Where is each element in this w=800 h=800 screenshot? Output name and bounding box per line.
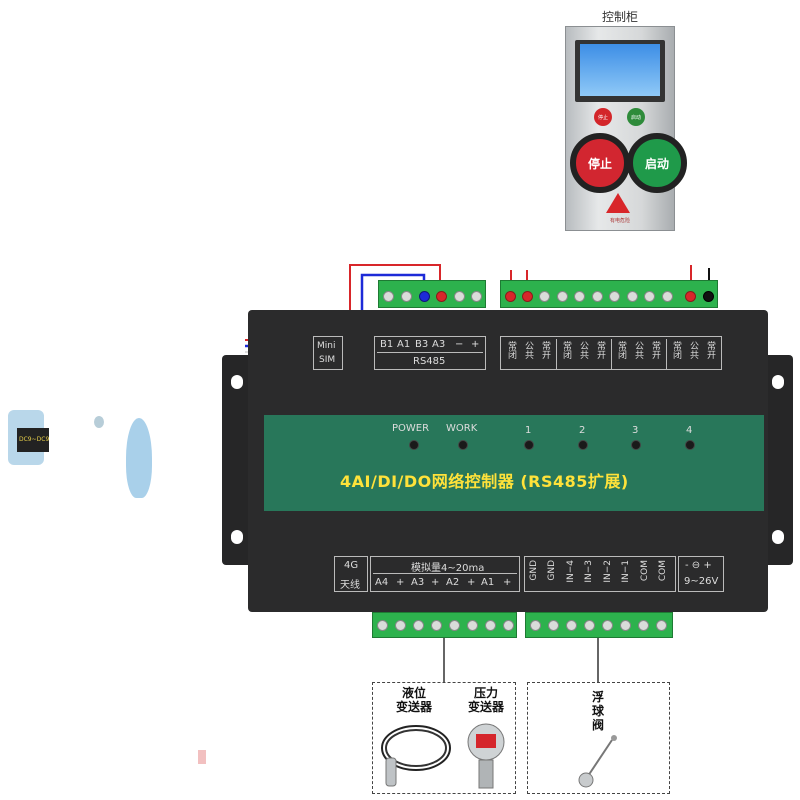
level-transmitter-label: 液位变送器 xyxy=(395,686,432,714)
terminal-screw[interactable] xyxy=(566,620,577,631)
power-label-box: - ⊖ + 9~26V xyxy=(678,556,724,592)
work-led xyxy=(458,440,468,450)
relay3-led-label: 3 xyxy=(632,425,639,436)
relay2-led-label: 2 xyxy=(579,425,586,436)
terminal-screw[interactable] xyxy=(454,291,465,302)
terminal-screw[interactable] xyxy=(609,291,620,302)
relay-group-3: 常闭 公共 常开 xyxy=(616,341,660,359)
terminal-screw[interactable] xyxy=(377,620,388,631)
terminal-screw[interactable] xyxy=(539,291,550,302)
hazard-warning-icon xyxy=(606,193,630,213)
start-button[interactable]: 启动 xyxy=(627,133,687,193)
di-label-box: GND GND IN−4 IN−3 IN−2 IN−1 COM COM xyxy=(524,556,676,592)
analog-terminal-block xyxy=(372,612,517,638)
relay1-led-label: 1 xyxy=(525,425,532,436)
work-led-label: WORK xyxy=(446,423,478,434)
relay4-led-label: 4 xyxy=(686,425,693,436)
transmitter-group xyxy=(372,682,516,794)
relay-label-box: 常闭 公共 常开 常闭 公共 常开 常闭 公共 常开 常闭 公共 常开 xyxy=(500,336,722,370)
terminal-screw[interactable] xyxy=(401,291,412,302)
hazard-warning-text: 有电危险 xyxy=(609,218,630,224)
mounting-ear-right xyxy=(763,355,793,565)
cabinet-touch-screen[interactable] xyxy=(580,44,660,96)
mini-sim-slot[interactable]: Mini SIM xyxy=(313,336,343,370)
product-title: 4AI/DI/DO网络控制器 (RS485扩展) xyxy=(340,472,629,491)
terminal-screw-wired[interactable] xyxy=(703,291,714,302)
rs485-label: RS485 xyxy=(413,356,446,367)
relay-terminal-block xyxy=(500,280,718,308)
di-terminal-block xyxy=(525,612,673,638)
float-valve-label: 浮球阀 xyxy=(591,690,604,732)
level-transmitter-icon xyxy=(381,725,451,787)
analog-label-box: 模拟量4~20ma A4 + A3 + A2 + A1 + xyxy=(370,556,520,592)
terminal-screw[interactable] xyxy=(383,291,394,302)
terminal-screw[interactable] xyxy=(467,620,478,631)
red-mark-icon xyxy=(198,750,206,764)
terminal-screw[interactable] xyxy=(638,620,649,631)
terminal-screw[interactable] xyxy=(584,620,595,631)
blue-splash-icon xyxy=(126,418,152,498)
start-indicator-lamp: 启动 xyxy=(627,108,645,126)
terminal-screw[interactable] xyxy=(431,620,442,631)
relay-group-2: 常闭 公共 常开 xyxy=(561,341,605,359)
terminal-screw[interactable] xyxy=(503,620,514,631)
antenna-label-box: 4G 天线 xyxy=(334,556,368,592)
terminal-screw-wired[interactable] xyxy=(522,291,533,302)
terminal-screw[interactable] xyxy=(530,620,541,631)
pressure-transmitter-label: 压力变送器 xyxy=(467,686,504,714)
cabinet-title: 控制柜 xyxy=(601,10,638,24)
terminal-screw[interactable] xyxy=(548,620,559,631)
stop-indicator-lamp: 停止 xyxy=(594,108,612,126)
relay-group-4: 常闭 公共 常开 xyxy=(671,341,715,359)
terminal-screw[interactable] xyxy=(395,620,406,631)
relay-group-1: 常闭 公共 常开 xyxy=(506,341,550,359)
left-logo-text: DC9~DC9 xyxy=(19,436,50,443)
terminal-screw[interactable] xyxy=(620,620,631,631)
mounting-ear-left xyxy=(222,355,252,565)
terminal-screw-wired[interactable] xyxy=(685,291,696,302)
terminal-screw-wired[interactable] xyxy=(419,291,430,302)
front-panel xyxy=(264,415,764,511)
left-logo: DC9~DC9 xyxy=(5,408,50,470)
terminal-screw[interactable] xyxy=(574,291,585,302)
terminal-screw[interactable] xyxy=(471,291,482,302)
terminal-screw[interactable] xyxy=(662,291,673,302)
terminal-screw[interactable] xyxy=(644,291,655,302)
terminal-screw[interactable] xyxy=(592,291,603,302)
terminal-screw[interactable] xyxy=(485,620,496,631)
pressure-transmitter-icon xyxy=(467,723,505,789)
analog-title: 模拟量4~20ma xyxy=(411,563,485,574)
terminal-screw[interactable] xyxy=(449,620,460,631)
terminal-screw[interactable] xyxy=(557,291,568,302)
float-valve-icon xyxy=(578,735,617,788)
small-droplet-icon xyxy=(94,416,104,428)
terminal-screw[interactable] xyxy=(602,620,613,631)
relay2-led xyxy=(578,440,588,450)
relay3-led xyxy=(631,440,641,450)
relay1-led xyxy=(524,440,534,450)
terminal-screw[interactable] xyxy=(627,291,638,302)
power-led xyxy=(409,440,419,450)
power-led-label: POWER xyxy=(392,423,430,434)
terminal-screw-wired[interactable] xyxy=(436,291,447,302)
terminal-screw[interactable] xyxy=(656,620,667,631)
terminal-screw[interactable] xyxy=(413,620,424,631)
terminal-screw-wired[interactable] xyxy=(505,291,516,302)
rs485-terminal-block xyxy=(378,280,486,308)
float-valve-group xyxy=(527,682,670,794)
rs485-label-box: B1 A1 B3 A3 − + RS485 xyxy=(374,336,486,370)
relay4-led xyxy=(685,440,695,450)
